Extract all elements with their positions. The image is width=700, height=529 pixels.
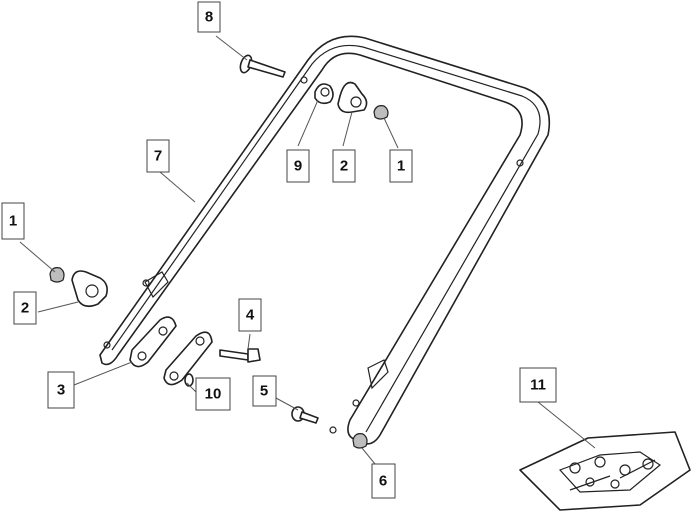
callout-3: 3 (47, 371, 75, 409)
plate-3 (129, 316, 177, 368)
callout-label: 1 (9, 213, 17, 230)
left-fasteners (49, 267, 108, 308)
callout-label: 2 (21, 300, 29, 317)
callout-label: 2 (340, 158, 348, 175)
callout-8: 8 (197, 1, 221, 33)
callout-label: 4 (246, 307, 255, 324)
bolt-5 (291, 406, 319, 424)
callout-label: 6 (379, 473, 387, 490)
carriage-bolt-8 (239, 54, 286, 78)
callout-1-left: 1 (1, 202, 25, 240)
bolt-4 (219, 348, 261, 363)
callout-11: 11 (519, 367, 557, 403)
callout-label: 5 (260, 383, 268, 400)
callout-7: 7 (146, 139, 170, 173)
callout-label: 8 (205, 9, 213, 26)
callout-1-upper: 1 (389, 149, 413, 183)
callout-label: 7 (154, 148, 162, 165)
callout-4: 4 (238, 298, 262, 332)
upper-fasteners (314, 81, 389, 120)
callout-label: 10 (205, 386, 222, 403)
hardware-bag-11 (519, 431, 691, 511)
callout-2-upper: 2 (332, 149, 356, 183)
handle-frame (99, 35, 550, 445)
nut-6 (352, 433, 368, 449)
callout-6: 6 (371, 463, 396, 499)
callout-label: 9 (294, 158, 302, 175)
callout-9: 9 (286, 149, 310, 183)
callout-2-left: 2 (13, 291, 37, 325)
leader-lines (19, 35, 596, 465)
callout-10: 10 (195, 377, 231, 411)
callout-label: 3 (57, 382, 65, 399)
callout-label: 11 (530, 377, 546, 394)
callout-label: 1 (397, 158, 405, 175)
callout-5: 5 (252, 375, 277, 407)
